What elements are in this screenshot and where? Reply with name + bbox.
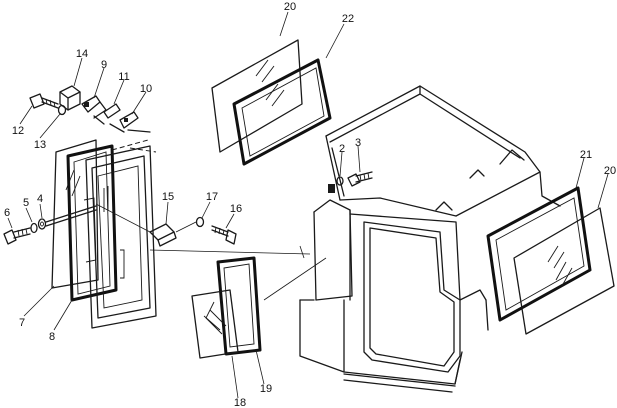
washer-17: [195, 216, 205, 228]
callout-17: 17: [206, 191, 218, 203]
callout-4: 4: [37, 193, 43, 205]
callout-21: 21: [580, 149, 592, 161]
washer-4: [37, 218, 47, 230]
hinge-assembly: [149, 216, 237, 247]
callout-2: 2: [339, 143, 345, 155]
callout-13: 13: [34, 139, 46, 151]
callout-6: 6: [4, 207, 10, 219]
guide-lines: [95, 203, 327, 301]
callout-8: 8: [49, 331, 55, 343]
bolt-3-assembly: [328, 171, 373, 193]
left-door-frame: [85, 145, 157, 329]
washer-5: [30, 222, 38, 234]
left-door-group: [51, 139, 157, 329]
bolt-16: [211, 225, 229, 237]
callout-20-top: 20: [284, 1, 296, 13]
callout-9: 9: [101, 59, 107, 71]
callout-labels: 20 22 14 9 11 10 12 13 2 3 21 20 6 5 4 1…: [4, 1, 616, 408]
callout-19: 19: [260, 383, 272, 395]
top-glass-20: [211, 39, 303, 153]
right-frame-21: [486, 186, 592, 322]
nut-block: [328, 184, 335, 193]
leader-lines: [7, 11, 609, 399]
right-glass-20: [513, 207, 615, 335]
callout-7: 7: [19, 317, 25, 329]
left-glass-7: [51, 139, 99, 289]
latch-hardware: [59, 85, 151, 133]
bolt-6: [3, 229, 17, 245]
latch-block-14: [59, 85, 81, 111]
callout-22: 22: [342, 13, 354, 25]
callout-10: 10: [140, 83, 152, 95]
bolt-12: [29, 93, 45, 109]
callout-3: 3: [355, 137, 361, 149]
left-frame-8: [66, 144, 118, 302]
callout-12: 12: [12, 125, 24, 137]
washer-2: [336, 176, 344, 186]
callout-18: 18: [234, 397, 246, 408]
callout-15: 15: [162, 191, 174, 203]
latch-10: [119, 111, 139, 129]
top-window-group: [211, 39, 332, 166]
callout-20-right: 20: [604, 165, 616, 177]
callout-16: 16: [230, 203, 242, 215]
latch-11: [103, 103, 121, 119]
bolt-6-assembly: [3, 205, 97, 245]
bolt-3: [347, 173, 361, 187]
callout-5: 5: [23, 197, 29, 209]
top-frame-22: [232, 58, 332, 166]
bolt-12-assembly: [29, 93, 67, 116]
callout-14: 14: [76, 48, 88, 60]
door-window-group: [191, 256, 262, 359]
callout-11: 11: [118, 71, 129, 83]
washer-13: [57, 104, 67, 116]
right-window-group: [486, 186, 615, 335]
door-glass-18: [191, 289, 239, 359]
cab-body: [299, 85, 561, 393]
